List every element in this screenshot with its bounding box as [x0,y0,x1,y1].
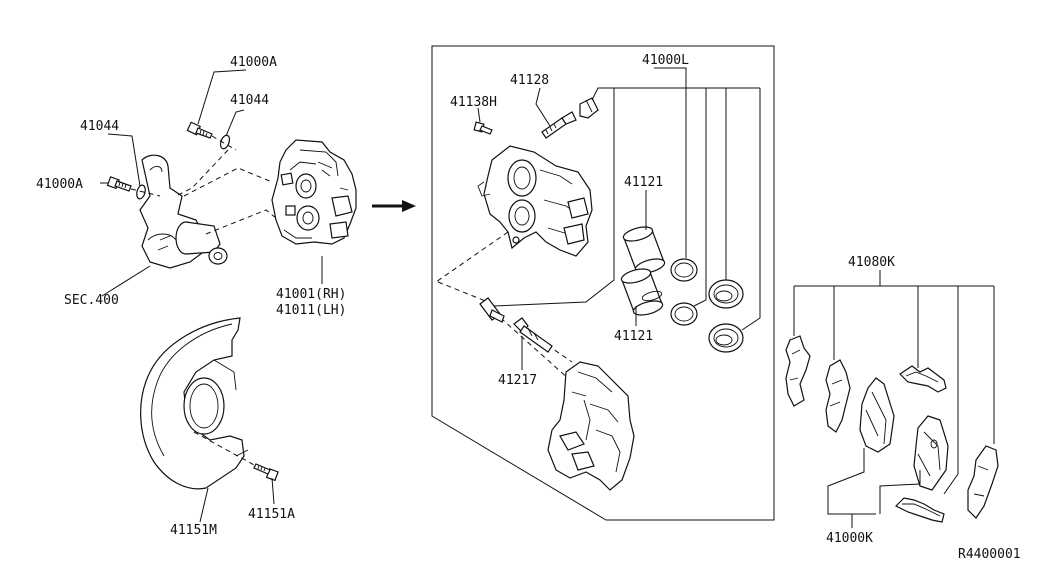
label-41080k: 41080K [848,255,895,270]
dust-boot-upper [708,279,744,309]
label-reference-code: R4400001 [958,547,1021,562]
label-sec400: SEC.400 [64,293,119,308]
torque-member [547,361,635,491]
steering-knuckle [139,154,228,269]
brake-pad-outer [913,415,949,491]
bolt-41000a-top [186,121,213,139]
label-41128: 41128 [510,73,549,88]
caliper-body [477,145,593,257]
caliper-torque-member [271,139,357,245]
brake-pad-inner [859,377,895,453]
piston-seal-lower [670,302,698,326]
washer-41044-left [136,184,146,200]
bolt-41151a [253,463,279,482]
label-41000a-left: 41000A [36,177,83,192]
dust-boot-lower [708,323,744,353]
caliper-assembly-box [431,45,775,521]
label-41121-upper: 41121 [624,175,663,190]
bolt-41138h [473,121,493,135]
label-41011-lh: 41011(LH) [276,303,346,318]
washer-41044-top [219,134,231,150]
label-41044-left: 41044 [80,119,119,134]
label-41000l: 41000L [642,53,689,68]
pad-shim-2 [825,359,851,433]
bolt-41000a-left [106,176,132,192]
slide-pin-41217 [513,317,553,353]
pad-retainer-clip-top [899,365,947,393]
dust-shield [140,317,249,490]
label-41000a-top: 41000A [230,55,277,70]
label-41000k: 41000K [826,531,873,546]
label-41138h: 41138H [450,95,497,110]
pad-retainer-clip-bottom [894,497,945,523]
guide-pin-bolt [479,297,505,323]
label-41001-rh: 41001(RH) [276,287,346,302]
label-41044-top: 41044 [230,93,269,108]
bleeder-cap [579,97,599,119]
bleeder-screw [541,111,577,139]
piston-upper [622,226,666,274]
label-41151m: 41151M [170,523,217,538]
label-41217: 41217 [498,373,537,388]
pad-shim-3 [967,445,999,519]
label-41151a: 41151A [248,507,295,522]
label-41121-lower: 41121 [614,329,653,344]
piston-seal-upper [670,258,698,282]
piston-lower [620,268,664,316]
pad-shim-1 [785,335,811,407]
arrow-icon [372,200,416,212]
